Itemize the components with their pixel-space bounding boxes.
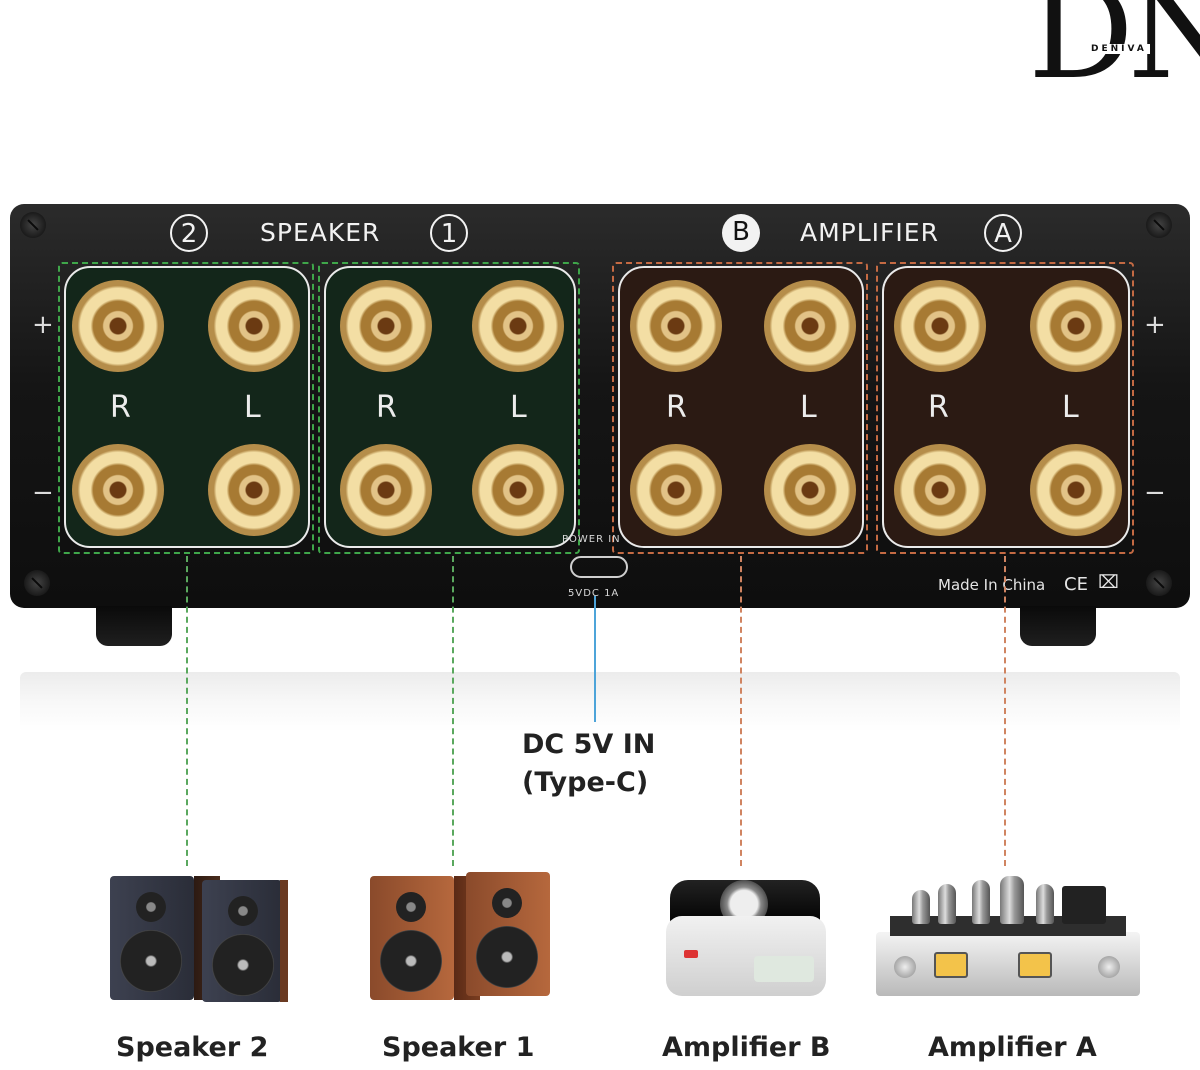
- dc-input-line1: DC 5V IN: [522, 729, 656, 760]
- amplifier-a-dashed-frame: [876, 262, 1134, 554]
- binding-post[interactable]: [630, 444, 722, 536]
- speaker-cabinet: [110, 876, 194, 1000]
- plus-sign: +: [32, 310, 54, 340]
- amplifier-display: [754, 956, 814, 982]
- speaker-cabinet: [466, 872, 550, 996]
- vacuum-tube-icon: [938, 884, 956, 924]
- speaker-1-dashed-frame: [318, 262, 580, 554]
- channel-right-label: R: [376, 390, 397, 425]
- amplifier-b-connector-line: [740, 556, 742, 866]
- speaker-1-number: 1: [430, 214, 468, 252]
- speaker-cabinet-side: [280, 880, 288, 1002]
- amplifier-a-label: Amplifier A: [928, 1032, 1097, 1063]
- binding-post[interactable]: [764, 280, 856, 372]
- channel-left-label: L: [510, 390, 527, 425]
- vacuum-tube-icon: [1036, 884, 1054, 924]
- channel-left-label: L: [244, 390, 261, 425]
- speaker-section-title: SPEAKER: [260, 218, 381, 247]
- amplifier-b-dashed-frame: [612, 262, 868, 554]
- channel-right-label: R: [928, 390, 949, 425]
- binding-post[interactable]: [472, 280, 564, 372]
- speaker-2-connector-line: [186, 556, 188, 866]
- binding-post[interactable]: [72, 444, 164, 536]
- screw-icon: [1146, 570, 1172, 596]
- binding-post[interactable]: [1030, 280, 1122, 372]
- deniva-logo: DN DENIVA: [1028, 0, 1200, 104]
- amplifier-b-image: [664, 880, 834, 1000]
- ce-mark: CE: [1064, 574, 1088, 595]
- speaker-2-image: [110, 876, 288, 1006]
- screw-icon: [24, 570, 50, 596]
- speaker-2-dashed-frame: [58, 262, 314, 554]
- amplifier-a-connector-line: [1004, 556, 1006, 866]
- amplifier-knob-icon: [1098, 956, 1120, 978]
- screw-icon: [20, 212, 46, 238]
- device-reflection: [20, 672, 1180, 732]
- vacuum-tube-icon: [972, 880, 990, 924]
- device-foot: [1020, 606, 1096, 646]
- indicator-light: [684, 950, 698, 958]
- transformer-block: [1062, 886, 1106, 924]
- binding-post[interactable]: [472, 444, 564, 536]
- channel-right-label: R: [110, 390, 131, 425]
- speaker-cabinet: [370, 876, 454, 1000]
- binding-post[interactable]: [340, 280, 432, 372]
- amplifier-knob-icon: [894, 956, 916, 978]
- minus-sign: −: [32, 478, 54, 508]
- weee-icon: ⌧: [1098, 572, 1119, 593]
- amplifier-b-letter: B: [722, 214, 760, 252]
- binding-post[interactable]: [894, 444, 986, 536]
- binding-post[interactable]: [208, 280, 300, 372]
- binding-post[interactable]: [630, 280, 722, 372]
- amplifier-chassis: [876, 932, 1140, 996]
- speaker-2-label: Speaker 2: [116, 1032, 269, 1063]
- dc-input-line2: (Type-C): [522, 767, 649, 798]
- speaker-1-image: [370, 872, 550, 1006]
- speaker-1-label: Speaker 1: [382, 1032, 535, 1063]
- usb-c-power-port[interactable]: [570, 556, 628, 578]
- device-foot: [96, 606, 172, 646]
- speaker-1-connector-line: [452, 556, 454, 866]
- vu-meter-icon: [934, 952, 968, 978]
- binding-post[interactable]: [894, 280, 986, 372]
- vu-meter-icon: [1018, 952, 1052, 978]
- dc-input-annotation: DC 5V IN (Type-C): [522, 726, 655, 802]
- vacuum-tube-icon: [1000, 876, 1024, 924]
- screw-icon: [1146, 212, 1172, 238]
- logo-name: DENIVA: [1088, 44, 1150, 54]
- speaker-2-number: 2: [170, 214, 208, 252]
- channel-left-label: L: [800, 390, 817, 425]
- binding-post[interactable]: [340, 444, 432, 536]
- power-spec-label: 5VDC 1A: [568, 588, 620, 599]
- amplifier-b-label: Amplifier B: [662, 1032, 831, 1063]
- amplifier-section-title: AMPLIFIER: [800, 218, 939, 247]
- power-connector-line: [594, 596, 596, 722]
- binding-post[interactable]: [208, 444, 300, 536]
- channel-left-label: L: [1062, 390, 1079, 425]
- plus-sign: +: [1144, 310, 1166, 340]
- binding-post[interactable]: [764, 444, 856, 536]
- minus-sign: −: [1144, 478, 1166, 508]
- binding-post[interactable]: [1030, 444, 1122, 536]
- binding-post[interactable]: [72, 280, 164, 372]
- amplifier-a-image: [876, 876, 1148, 1000]
- made-in-label: Made In China: [938, 576, 1046, 594]
- amplifier-a-letter: A: [984, 214, 1022, 252]
- channel-right-label: R: [666, 390, 687, 425]
- vacuum-tube-icon: [912, 890, 930, 924]
- power-in-label: POWER IN: [562, 534, 621, 545]
- speaker-cabinet: [202, 880, 282, 1002]
